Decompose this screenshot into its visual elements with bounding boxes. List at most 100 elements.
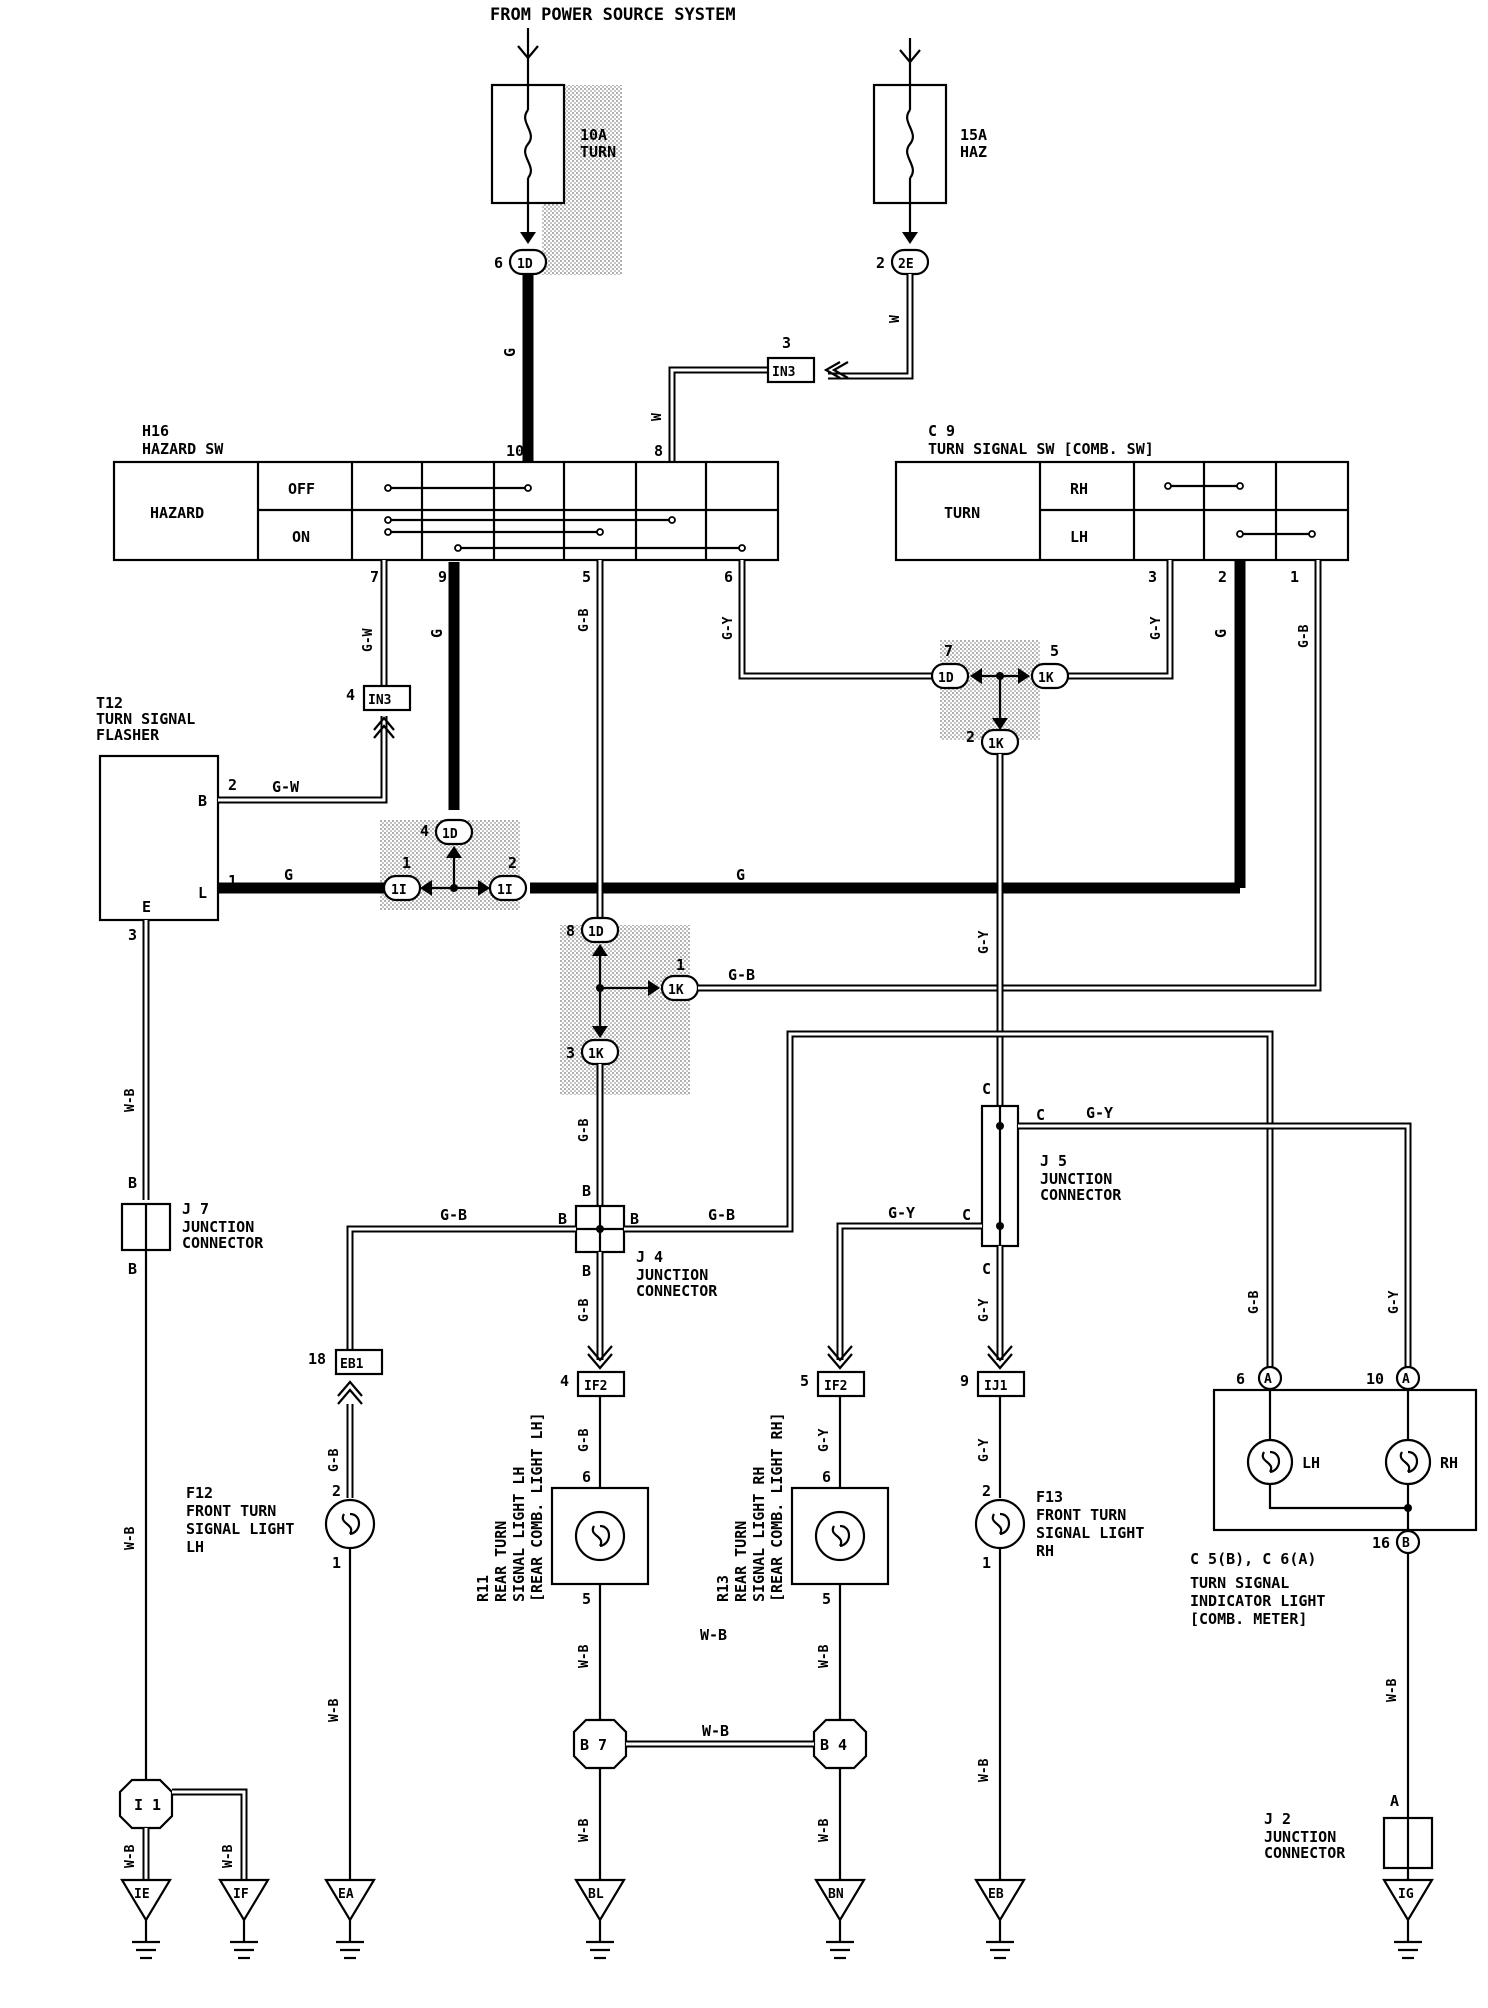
wire-w-haz: W W <box>650 274 914 462</box>
svg-text:RH: RH <box>1070 480 1088 498</box>
h16-code: H16 <box>142 422 169 440</box>
svg-text:C: C <box>962 1206 971 1224</box>
svg-text:G: G <box>284 866 293 884</box>
svg-text:W-B: W-B <box>123 1088 138 1112</box>
svg-text:G-Y: G-Y <box>817 1428 832 1452</box>
svg-text:I 1: I 1 <box>134 1796 161 1814</box>
svg-text:G-B: G-B <box>577 608 592 632</box>
svg-text:1: 1 <box>332 1554 341 1572</box>
connector-eb1: 18 EB1 <box>308 1348 384 1405</box>
fuse-turn: 10A TURN <box>490 83 616 244</box>
svg-text:C 9: C 9 <box>928 422 955 440</box>
svg-text:CONNECTOR: CONNECTOR <box>1040 1186 1122 1204</box>
svg-text:3: 3 <box>782 334 791 352</box>
wire-g-y-to-j5: G-Y C <box>977 754 1004 1106</box>
svg-text:1K: 1K <box>988 737 1004 752</box>
svg-text:LH: LH <box>1070 528 1088 546</box>
wire-label-w-b-mid: W-B <box>700 1626 727 1644</box>
svg-text:F12: F12 <box>186 1484 213 1502</box>
svg-text:W-B: W-B <box>577 1818 592 1842</box>
svg-text:6: 6 <box>1236 1370 1245 1388</box>
svg-text:4: 4 <box>420 822 429 840</box>
svg-text:W-B: W-B <box>1385 1678 1400 1702</box>
svg-text:G-Y: G-Y <box>977 930 992 954</box>
shaded-areas <box>380 85 1040 1095</box>
svg-text:W-B: W-B <box>702 1722 729 1740</box>
svg-text:G-Y: G-Y <box>1149 616 1164 640</box>
wire-g-y-top: G-Y G-Y <box>721 560 1174 730</box>
svg-text:18: 18 <box>308 1350 326 1368</box>
svg-text:2: 2 <box>228 776 237 794</box>
svg-text:7: 7 <box>944 642 953 660</box>
connector-1d-pin7: 7 1D <box>930 642 970 690</box>
svg-text:EB: EB <box>988 1887 1004 1902</box>
wire-g-y-j5-left: G-Y <box>827 1204 982 1370</box>
svg-text:W-B: W-B <box>123 1844 138 1868</box>
ground-if: IF <box>218 1878 270 1960</box>
svg-text:CONNECTOR: CONNECTOR <box>1264 1844 1346 1862</box>
connector-1k-pin5: 5 1K <box>1030 642 1070 690</box>
connector-in3-pin4: 4 IN3 <box>346 684 412 712</box>
svg-text:B: B <box>128 1260 137 1278</box>
svg-text:INDICATOR LIGHT: INDICATOR LIGHT <box>1190 1592 1325 1610</box>
rear-turn-light-rh-r13: G-Y 6 5 W-B R13 REAR TURN SIGNAL LIGHT R… <box>714 1396 890 1720</box>
svg-text:2E: 2E <box>898 257 914 272</box>
wire-label-g-top: G <box>501 348 519 357</box>
svg-text:B: B <box>582 1182 591 1200</box>
splice-b7: B 7 W-B <box>572 1718 628 1880</box>
connector-1k-pin3: 3 1K <box>566 1038 620 1066</box>
svg-text:2: 2 <box>966 728 975 746</box>
svg-text:W-B: W-B <box>123 1526 138 1550</box>
svg-text:1K: 1K <box>1038 671 1054 686</box>
svg-text:6: 6 <box>582 1468 591 1486</box>
svg-text:A: A <box>1264 1372 1272 1387</box>
wire-g-b-j4-down: G-B <box>577 1252 613 1370</box>
svg-text:G-Y: G-Y <box>1387 1290 1402 1314</box>
svg-text:1K: 1K <box>668 983 684 998</box>
svg-text:B: B <box>558 1210 567 1228</box>
power-source-label: FROM POWER SOURCE SYSTEM <box>490 5 736 25</box>
connector-2e-pin2: 2 2E <box>876 248 930 276</box>
fuse-turn-name: TURN <box>580 143 616 161</box>
ground-bl: BL <box>574 1878 626 1960</box>
svg-text:BL: BL <box>588 1887 604 1902</box>
svg-text:G-B: G-B <box>1247 1290 1262 1314</box>
svg-text:LH: LH <box>1302 1454 1320 1472</box>
svg-text:FRONT TURN: FRONT TURN <box>1036 1506 1126 1524</box>
svg-text:W: W <box>650 413 665 421</box>
fuse-haz: 15A HAZ <box>872 83 987 244</box>
svg-text:RH: RH <box>1440 1454 1458 1472</box>
ground-ea: EA <box>324 1878 376 1960</box>
front-turn-light-lh-f12: G-B 2 1 W-B F12 FRONT TURN SIGNAL LIGHT … <box>186 1404 376 1880</box>
svg-text:W-B: W-B <box>977 1758 992 1782</box>
svg-text:1D: 1D <box>442 827 458 842</box>
svg-text:5: 5 <box>582 568 591 586</box>
svg-text:IF2: IF2 <box>824 1379 847 1394</box>
svg-text:C: C <box>982 1080 991 1098</box>
svg-text:F13: F13 <box>1036 1488 1063 1506</box>
svg-text:J 5: J 5 <box>1040 1152 1067 1170</box>
svg-text:W-B: W-B <box>327 1698 342 1722</box>
connector-1k-pin2: 2 1K <box>966 728 1020 756</box>
svg-text:TURN SIGNAL SW [COMB. SW]: TURN SIGNAL SW [COMB. SW] <box>928 440 1154 458</box>
turn-signal-switch-c9: C 9 TURN SIGNAL SW [COMB. SW] TURN RH LH… <box>894 422 1350 586</box>
svg-text:SIGNAL LIGHT LH: SIGNAL LIGHT LH <box>510 1467 528 1602</box>
h16-name: HAZARD SW <box>142 440 224 458</box>
svg-text:A: A <box>1390 1792 1399 1810</box>
turn-signal-indicator: 6 A 10 A LH RH 16 B C 5(B), C 6(A) TURN … <box>1190 1365 1478 1818</box>
svg-text:8: 8 <box>566 922 575 940</box>
rear-turn-light-lh-r11: G-B 6 5 W-B R11 REAR TURN SIGNAL LIGHT L… <box>474 1396 650 1720</box>
svg-text:1K: 1K <box>588 1047 604 1062</box>
svg-text:IF: IF <box>233 1887 249 1902</box>
grounds: IE IF EA BL <box>120 1878 1434 1960</box>
svg-text:2: 2 <box>332 1482 341 1500</box>
svg-text:1: 1 <box>676 956 685 974</box>
wire-g-b-j4-right: G-B G-B <box>624 1030 1274 1376</box>
svg-text:EA: EA <box>338 1887 354 1902</box>
svg-text:SIGNAL LIGHT: SIGNAL LIGHT <box>186 1520 294 1538</box>
svg-text:JUNCTION: JUNCTION <box>1264 1828 1336 1846</box>
svg-text:7: 7 <box>370 568 379 586</box>
svg-text:B: B <box>1402 1536 1410 1551</box>
wire-g-b-to-j4: G-B B <box>577 1064 604 1206</box>
wire-w-b-flasher: W-B B <box>123 920 150 1200</box>
